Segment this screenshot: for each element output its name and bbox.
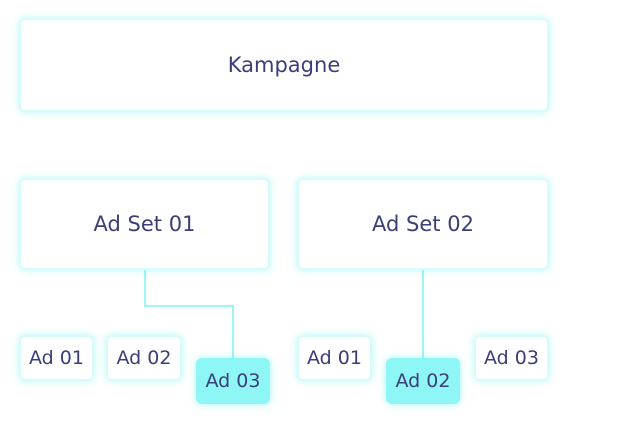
- ad-label: Ad 01: [307, 347, 362, 369]
- ad-set-02-ad-02-node: Ad 02: [386, 358, 460, 404]
- campaign-label: Kampagne: [227, 53, 341, 77]
- ad-set-01-ad-01-node: Ad 01: [19, 335, 94, 381]
- ad-set-02-ad-01-node: Ad 01: [297, 335, 372, 381]
- ad-label: Ad 02: [395, 370, 451, 392]
- ad-set-02-ad-03-node: Ad 03: [474, 335, 549, 381]
- ad-label: Ad 02: [116, 347, 172, 369]
- campaign-node: Kampagne: [19, 18, 549, 112]
- ad-label: Ad 03: [205, 370, 261, 392]
- ad-set-01-ad-03-node: Ad 03: [196, 358, 270, 404]
- ad-label: Ad 03: [484, 347, 539, 369]
- ad-set-02-label: Ad Set 02: [372, 212, 474, 236]
- ad-set-02-node: Ad Set 02: [297, 178, 549, 270]
- ad-set-01-label: Ad Set 01: [93, 212, 196, 236]
- connector-adset-1-to-ad-03: [144, 270, 234, 358]
- ad-set-01-node: Ad Set 01: [19, 178, 270, 270]
- ad-label: Ad 01: [29, 347, 84, 369]
- ad-set-01-ad-02-node: Ad 02: [106, 335, 182, 381]
